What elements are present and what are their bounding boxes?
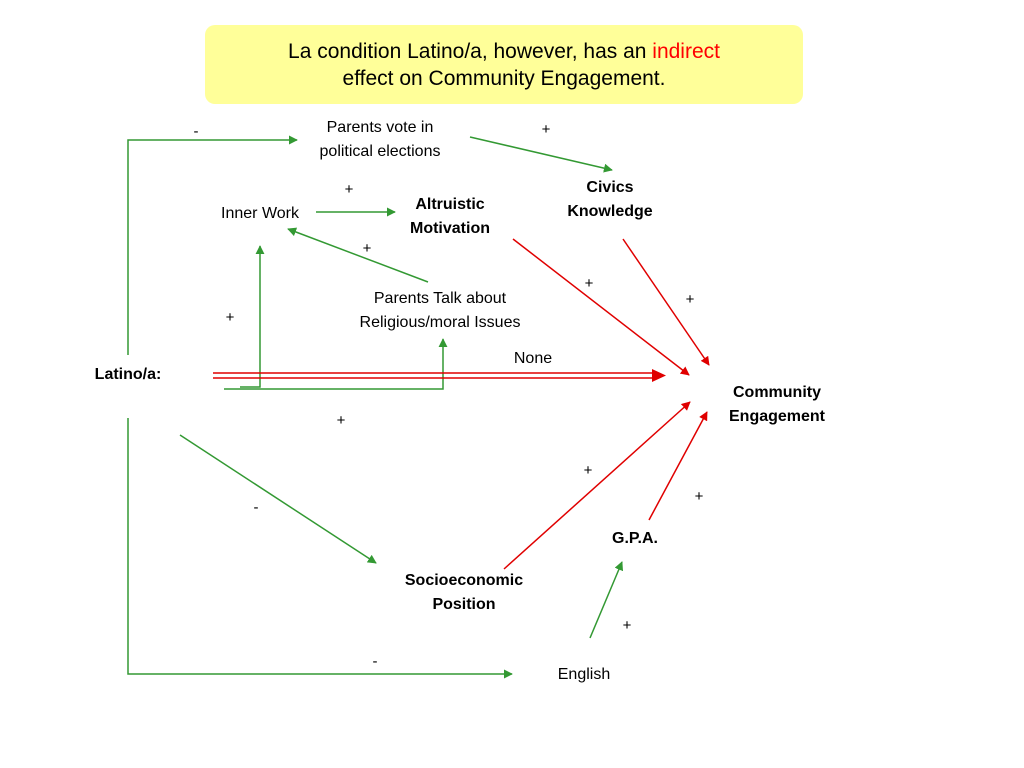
arrow-civics-to-ce xyxy=(622,238,710,366)
arrow-altruistic-to-ce xyxy=(512,238,690,376)
arrow-gpa-to-ce xyxy=(648,411,708,521)
node-parents-vote: Parents vote in political elections xyxy=(320,116,441,164)
node-parents-talk: Parents Talk about Religious/moral Issue… xyxy=(360,287,521,335)
node-ses-line1: Socioeconomic xyxy=(404,572,524,589)
node-altruistic-line2: Motivation xyxy=(410,220,490,237)
node-community-line1: Community xyxy=(732,384,821,401)
node-english: English xyxy=(557,666,611,683)
arrow-latino-to-inner xyxy=(240,245,265,388)
arrow-english-to-gpa xyxy=(589,561,624,639)
sign-civics-to-ce: + xyxy=(685,291,695,308)
label-none: None xyxy=(513,350,553,367)
arrow-vote-to-civics xyxy=(469,136,613,173)
node-community-line2: Engagement xyxy=(728,408,826,425)
node-altruistic-motivation: Altruistic Motivation xyxy=(410,193,490,241)
node-community-engagement: Community Engagement xyxy=(729,381,825,429)
arrow-latino-to-english xyxy=(127,418,513,679)
title-line1-text: La condition Latino/a, however, has an xyxy=(288,39,653,63)
arrow-latino-to-talk xyxy=(224,338,448,390)
arrow-ses-to-ce xyxy=(503,401,691,570)
node-ses-line2: Position xyxy=(432,596,496,613)
node-parents-vote-line2: political elections xyxy=(319,143,441,160)
node-parents-talk-line2: Religious/moral Issues xyxy=(359,314,521,331)
node-civics-line1: Civics xyxy=(586,179,634,196)
sign-english-to-gpa: + xyxy=(622,617,632,634)
node-parents-talk-line1: Parents Talk about xyxy=(373,290,507,307)
arrow-talk-to-inner xyxy=(287,227,429,283)
title-text: La condition Latino/a, however, has an i… xyxy=(288,38,720,92)
sign-altruistic-to-ce: + xyxy=(584,275,594,292)
node-parents-vote-line1: Parents vote in xyxy=(326,119,434,136)
arrow-latino-to-ce-direct xyxy=(213,369,666,382)
sign-latino-to-inner: + xyxy=(225,309,235,326)
sign-inner-to-altruistic: + xyxy=(344,181,354,198)
sign-vote-to-civics: + xyxy=(541,121,551,138)
sign-ses-to-ce: + xyxy=(583,462,593,479)
sign-gpa-to-ce: + xyxy=(694,488,704,505)
sign-latino-to-ses: - xyxy=(253,499,259,516)
sign-latino-to-english: - xyxy=(372,653,378,670)
title-box: La condition Latino/a, however, has an i… xyxy=(205,25,803,104)
node-gpa: G.P.A. xyxy=(612,530,658,547)
node-civics-line2: Knowledge xyxy=(567,203,653,220)
node-civics-knowledge: Civics Knowledge xyxy=(567,176,652,224)
node-altruistic-line1: Altruistic xyxy=(415,196,485,213)
node-inner-work: Inner Work xyxy=(221,205,299,222)
arrow-latino-to-ses xyxy=(179,434,377,564)
node-socioeconomic-position: Socioeconomic Position xyxy=(405,569,523,617)
node-latino: Latino/a: xyxy=(94,366,162,383)
sign-latino-to-vote: - xyxy=(193,123,199,140)
arrow-latino-to-vote xyxy=(127,135,298,355)
sign-latino-to-talk: + xyxy=(336,412,346,429)
sign-talk-to-inner: + xyxy=(362,240,372,257)
title-highlight: indirect xyxy=(652,39,720,63)
title-line2: effect on Community Engagement. xyxy=(342,66,666,90)
